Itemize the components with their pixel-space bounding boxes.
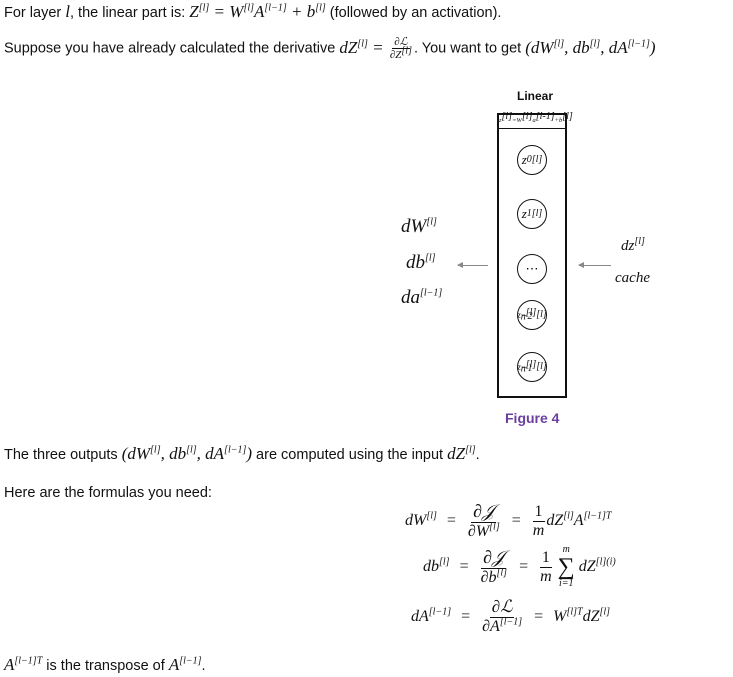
node-ellipsis: ⋯ — [517, 254, 547, 284]
dz-def: dZ[l] = ∂ℒ∂Z[l] — [339, 36, 412, 62]
in-cache: cache — [615, 270, 650, 286]
intro-line1-suffix: (followed by an activation). — [325, 5, 502, 21]
outputs-suffix: are computed using the input — [252, 447, 448, 463]
linear-eq: Z[l] = W[l]A[l−1] + b[l] — [189, 2, 326, 21]
formula-dA: dA[l−1] = ∂ℒ∂A[l−1] = W[l]TdZ[l] — [411, 597, 611, 635]
out-da: da[l−1] — [401, 287, 443, 308]
intro-line-1: For layer l, the linear part is: Z[l] = … — [4, 2, 501, 22]
intro-line2-suffix: . You want to get — [413, 40, 526, 57]
out-db: db[l] — [406, 252, 436, 273]
var-l: l — [65, 2, 70, 21]
intro-line1-prefix: For layer — [4, 5, 66, 21]
in-dz: dz[l] — [621, 236, 645, 255]
linear-header-formula: z[l]=W[l]a[l-1]+b[l] — [499, 111, 573, 129]
out-dW: dW[l] — [401, 216, 437, 237]
outputs-tuple: (dW[l], db[l], dA[l−1]) — [121, 444, 253, 463]
input-dz: dZ[l] — [447, 444, 476, 463]
intro-line1-mid: , the linear part is: — [69, 5, 190, 21]
wanted-tuple: (dW[l], db[l], dA[l−1]) — [525, 37, 656, 57]
transpose-note: A[l−1]T is the transpose of A[l−1]. — [4, 655, 206, 674]
outputs-sentence: The three outputs (dW[l], db[l], dA[l−1]… — [4, 444, 480, 463]
arrow-to-layer — [578, 262, 611, 268]
arrow-to-outputs — [457, 262, 488, 268]
formulas-intro: Here are the formulas you need: — [4, 485, 212, 501]
figure-title: Linear — [517, 89, 554, 103]
intro-line2-prefix: Suppose you have already calculated the … — [4, 40, 340, 57]
outputs-prefix: The three outputs — [4, 447, 122, 463]
figure-caption: Figure 4 — [505, 410, 560, 426]
linear-layer-box — [497, 113, 567, 398]
intro-line-2: Suppose you have already calculated the … — [4, 36, 656, 61]
transpose-suffix: is the transpose of — [42, 658, 169, 674]
